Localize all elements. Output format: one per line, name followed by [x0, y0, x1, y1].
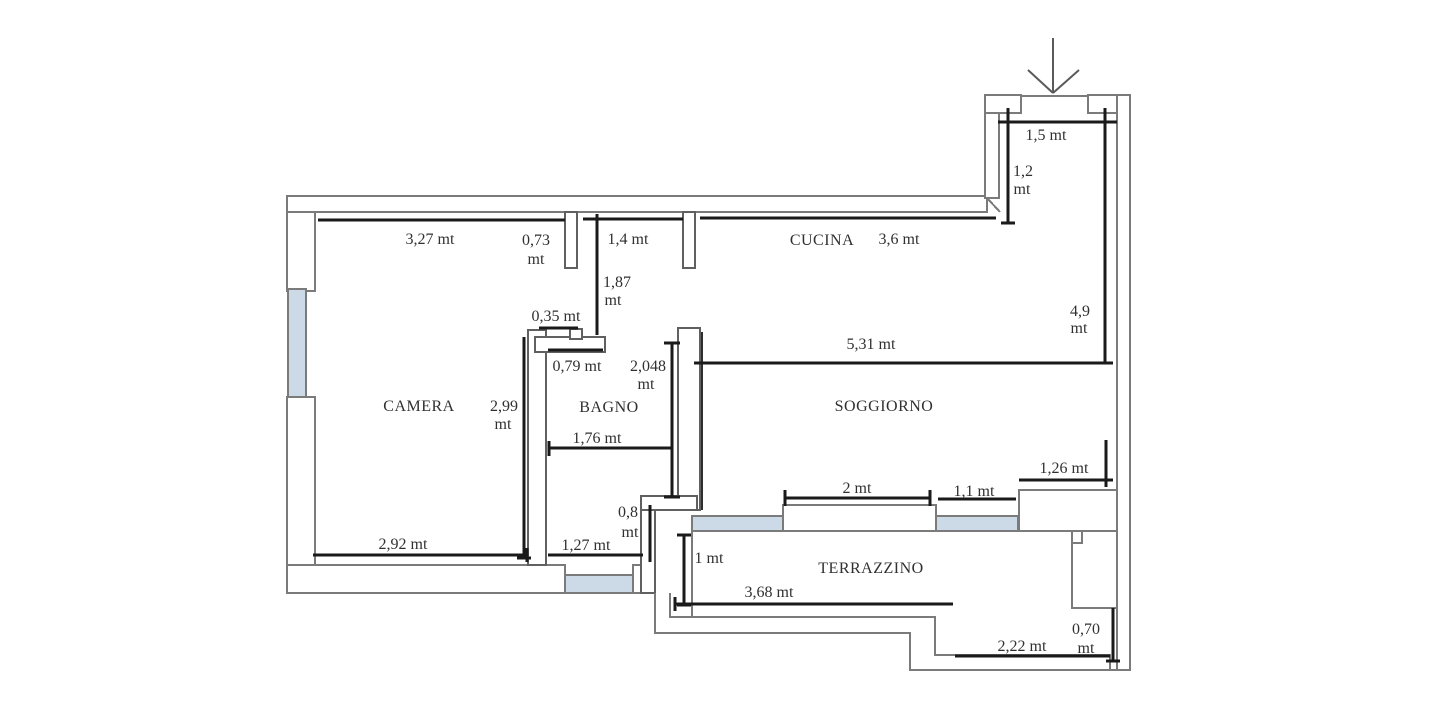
wall-top [286, 195, 988, 213]
bagno-door-jamb [569, 328, 583, 340]
dim-label-terrazzino-notch-value: 0,70 [1072, 621, 1100, 638]
dim-label-bagno-height-unit: mt [638, 376, 655, 393]
room-label-terrazzino: TERRAZZINO [818, 560, 923, 577]
soggiorno-niche [1018, 489, 1118, 532]
exterior-walls [286, 94, 1131, 671]
dim-label-soggiorno-width: 5,31 mt [847, 336, 896, 353]
wall-stub-left [564, 211, 578, 269]
dim-label-entrance-depth-unit: mt [1014, 181, 1031, 198]
wall-bottom-left [286, 564, 566, 594]
window-balcony-right [935, 515, 1019, 532]
interior-walls [527, 327, 704, 594]
window-balcony-left [691, 515, 784, 532]
dim-label-entrance-depth-value: 1,2 [1013, 163, 1033, 180]
dim-line-terrazzino-notch [1106, 608, 1120, 663]
dim-label-cucina: 3,6 mt [879, 231, 920, 248]
dim-label-camera-door-gap-unit: mt [528, 251, 545, 268]
dim-line-camera-height [517, 337, 531, 560]
dim-label-right-height-unit: mt [1071, 320, 1088, 337]
dim-line-soggiorno-niche [1019, 440, 1113, 487]
dim-label-balcony-door: 2 mt [843, 480, 872, 497]
dimension-lines [313, 108, 1120, 663]
room-label-cucina: CUCINA [790, 232, 854, 249]
wall-stub-right [682, 211, 696, 269]
dim-label-camera-height-unit: mt [495, 416, 512, 433]
room-label-bagno: BAGNO [579, 399, 638, 416]
wall-bagno-soggiorno [677, 327, 701, 511]
dim-label-hall-depth-value: 1,87 [603, 274, 631, 291]
terrazzino-recess [1071, 530, 1118, 609]
dim-label-camera-door: 0,35 mt [532, 308, 581, 325]
wall-left-lower [286, 396, 316, 594]
dim-label-terrazzino-right: 2,22 mt [998, 638, 1047, 655]
dim-label-camera-top: 3,27 mt [406, 231, 455, 248]
dim-line-camera-bottom [313, 548, 529, 562]
dim-line-entrance-depth [1001, 108, 1015, 225]
room-labels: CAMERA BAGNO CUCINA SOGGIORNO TERRAZZINO [383, 232, 933, 577]
dim-label-balcony-window: 1,1 mt [954, 483, 995, 500]
dim-label-terrazzino-width: 3,68 mt [745, 584, 794, 601]
entrance-arrow-head-left [1027, 69, 1054, 94]
dim-label-bagno-step-value: 0,8 [618, 504, 638, 521]
dim-label-bagno-step-unit: mt [622, 524, 639, 541]
dim-label-soggiorno-niche: 1,26 mt [1040, 460, 1089, 477]
dim-label-right-height-value: 4,9 [1070, 303, 1090, 320]
entrance-arrow-head-right [1052, 69, 1080, 94]
dim-label-bagno-width: 1,76 mt [573, 430, 622, 447]
wall-right [1116, 94, 1131, 671]
dim-label-camera-door-gap-value: 0,73 [522, 232, 550, 249]
terrazzino-inner-wall [669, 593, 1111, 670]
dim-line-terrazzino-depth [677, 533, 691, 607]
dim-label-camera-bottom: 2,92 mt [379, 536, 428, 553]
terrazzino-outer-wall [654, 593, 1117, 671]
terrazzino-structure [654, 489, 1118, 671]
wall-camera-bagno [527, 329, 547, 566]
wall-bottom-right-bit [632, 564, 642, 594]
dim-label-bagno-height-value: 2,048 [630, 358, 666, 375]
dim-label-bagno-door: 0,79 mt [553, 358, 602, 375]
dim-line-balcony-door [783, 490, 932, 506]
dim-label-terrazzino-notch-unit: mt [1078, 640, 1095, 657]
vestibule-top-left-jamb [984, 94, 1022, 114]
corner-diagonal [986, 197, 1001, 213]
dim-line-terrazzino-width [673, 597, 953, 611]
balcony-door [782, 504, 937, 532]
dimension-labels: 3,27 mt 0,73 mt 1,4 mt 1,87 mt 0,35 mt 0… [379, 127, 1100, 657]
room-label-soggiorno: SOGGIORNO [835, 398, 934, 415]
room-label-camera: CAMERA [383, 398, 454, 415]
dim-line-bagno-width [547, 441, 672, 456]
dim-line-bagno-height [664, 341, 680, 499]
dim-label-hall-top: 1,4 mt [608, 231, 649, 248]
entrance-arrow-icon [1027, 38, 1080, 94]
dim-label-hall-depth-unit: mt [605, 292, 622, 309]
window-left [287, 288, 307, 398]
dim-label-entrance-width: 1,5 mt [1026, 127, 1067, 144]
terrazzino-recess-step [1071, 530, 1083, 544]
dim-label-terrazzino-depth: 1 mt [695, 550, 724, 567]
window-bottom [564, 574, 634, 594]
wall-bagno-step-vertical [640, 509, 656, 594]
dim-label-bagno-bottom: 1,27 mt [562, 537, 611, 554]
dim-label-camera-height-value: 2,99 [490, 398, 518, 415]
